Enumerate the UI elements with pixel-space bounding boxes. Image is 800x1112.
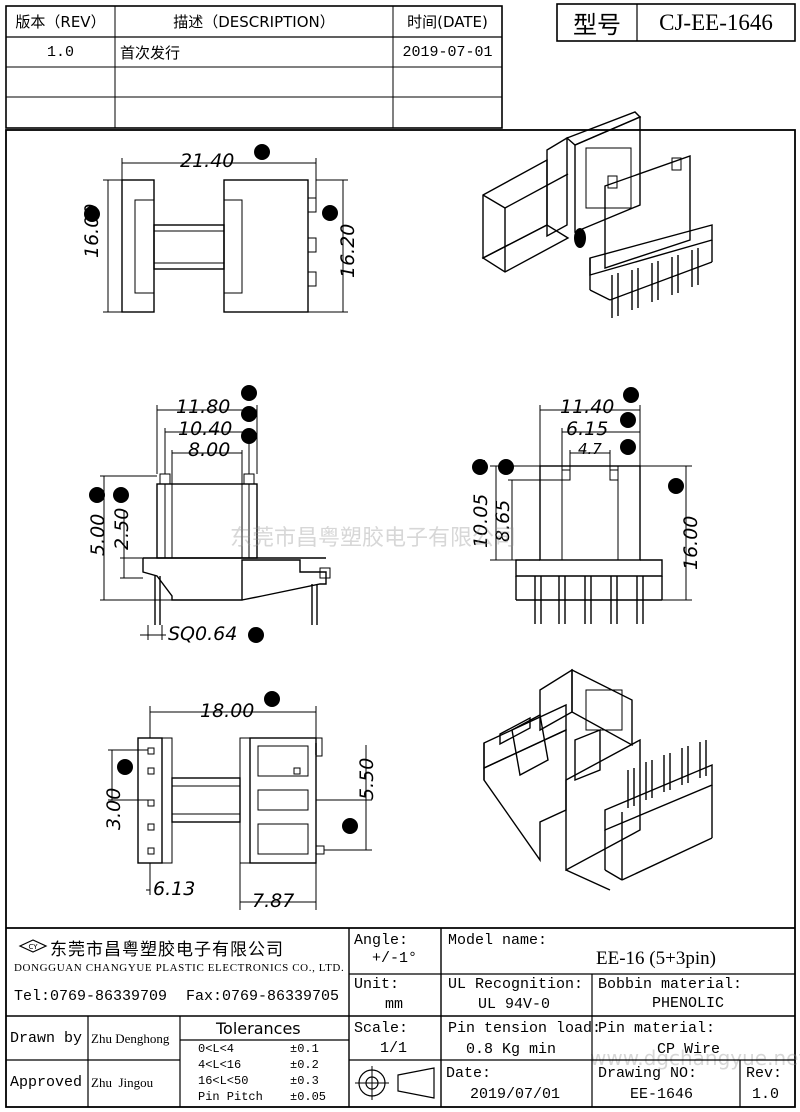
approved-label: Approved — [10, 1074, 83, 1091]
callout-d: D — [244, 385, 255, 400]
model-name-value: EE-16 (5+3pin) — [596, 948, 716, 969]
callout-a: A — [87, 206, 96, 221]
callout-m: M — [475, 459, 487, 474]
tolerance-value: ±0.2 — [290, 1058, 319, 1072]
drawn-by-value: Zhu Denghong — [91, 1031, 170, 1046]
dim-11-40: 11.40 — [560, 396, 615, 418]
rev-header-date: 时间(DATE) — [407, 13, 488, 31]
rev-row1-date: 2019-07-01 — [402, 43, 493, 61]
angle-value: +/-1° — [372, 950, 418, 967]
scale-label: Scale: — [354, 1020, 409, 1037]
callout-h: H — [116, 487, 126, 502]
tolerance-value: ±0.1 — [290, 1042, 319, 1056]
ul-value: UL 94V-0 — [478, 996, 551, 1013]
dim-18-00: 18.00 — [200, 700, 255, 722]
dim-11-80: 11.80 — [176, 396, 231, 418]
model-name-label: Model name: — [448, 932, 548, 949]
watermark-corner: www.dgchangyue.net — [590, 1046, 800, 1070]
callout-e: E — [244, 406, 253, 421]
ul-label: UL Recognition: — [448, 976, 584, 993]
tolerance-range: Pin Pitch — [198, 1090, 263, 1104]
model-value: CJ-EE-1646 — [659, 9, 773, 35]
callout-r: R — [345, 818, 355, 833]
tolerance-range: 16<L<50 — [198, 1074, 249, 1088]
scale-value: 1/1 — [380, 1040, 408, 1057]
angle-label: Angle: — [354, 932, 409, 949]
tolerance-value: ±0.05 — [290, 1090, 327, 1104]
callout-n: N — [501, 459, 511, 474]
bobbin-value: PHENOLIC — [652, 995, 725, 1012]
company-name-en: DONGGUAN CHANGYUE PLASTIC ELECTRONICS CO… — [14, 962, 345, 974]
rev-row1-description: 首次发行 — [120, 43, 181, 62]
callout-j: J — [627, 387, 631, 402]
callout-i: I — [253, 627, 257, 642]
callout-l: L — [624, 439, 632, 454]
company-name-cn: 东莞市昌粤塑胶电子有限公司 — [50, 940, 284, 960]
callout-g: G — [92, 487, 103, 502]
drawing-no-label: Drawing NO: — [598, 1065, 698, 1082]
tension-value: 0.8 Kg min — [466, 1041, 557, 1058]
pin-material-value: CP Wire — [657, 1041, 721, 1058]
company-logo-text: CY — [28, 943, 38, 951]
dim-sq0-64: SQ0.64 — [168, 623, 238, 645]
callout-p: P — [267, 691, 275, 706]
bobbin-label: Bobbin material: — [598, 976, 743, 993]
drawn-by-label: Drawn by — [10, 1030, 83, 1047]
callout-o: O — [671, 478, 682, 493]
rev-header-version: 版本（REV） — [15, 13, 106, 31]
callout-c: C — [325, 205, 335, 220]
pin-material-label: Pin material: — [598, 1020, 716, 1037]
dim-10-40: 10.40 — [178, 418, 233, 440]
unit-label: Unit: — [354, 976, 400, 993]
dim-8-00: 8.00 — [188, 439, 231, 461]
callout-q: Q — [120, 759, 131, 774]
tension-label: Pin tension load: — [448, 1020, 602, 1037]
rev-header-description: 描述（DESCRIPTION） — [173, 13, 335, 31]
dim-6-13: 6.13 — [153, 878, 196, 900]
company-fax: Fax:0769-86339705 — [186, 988, 340, 1005]
company-tel: Tel:0769-86339709 — [14, 988, 168, 1005]
model-label: 型号 — [573, 11, 621, 39]
watermark-center: 东莞市昌粤塑胶电子有限公司 — [230, 526, 517, 551]
rev-row1-version: 1.0 — [46, 43, 74, 61]
drawing-no-value: EE-1646 — [630, 1086, 694, 1103]
tolerance-value: ±0.3 — [290, 1074, 319, 1088]
dim-6-15: 6.15 — [566, 418, 609, 440]
tolerance-range: 4<L<16 — [198, 1058, 242, 1072]
unit-value: mm — [385, 996, 404, 1013]
dim-7-87: 7.87 — [252, 890, 295, 912]
dim-21-40: 21.40 — [180, 150, 235, 172]
dim-4-7: 4.7 — [578, 440, 602, 458]
company-logo-icon: CY — [18, 939, 48, 953]
rev-label: Rev: — [746, 1065, 783, 1082]
date-label: Date: — [446, 1065, 492, 1082]
callout-f: F — [245, 428, 253, 443]
revision-table-grid — [5, 3, 796, 129]
callout-k: K — [623, 412, 632, 427]
tolerance-range: 0<L<4 — [198, 1042, 235, 1056]
rev-value: 1.0 — [752, 1086, 780, 1103]
approved-value: Zhu Jingou — [91, 1075, 154, 1090]
tolerances-label: Tolerances — [216, 1019, 301, 1038]
date-value: 2019/07/01 — [470, 1086, 561, 1103]
callout-b: B — [257, 144, 266, 159]
